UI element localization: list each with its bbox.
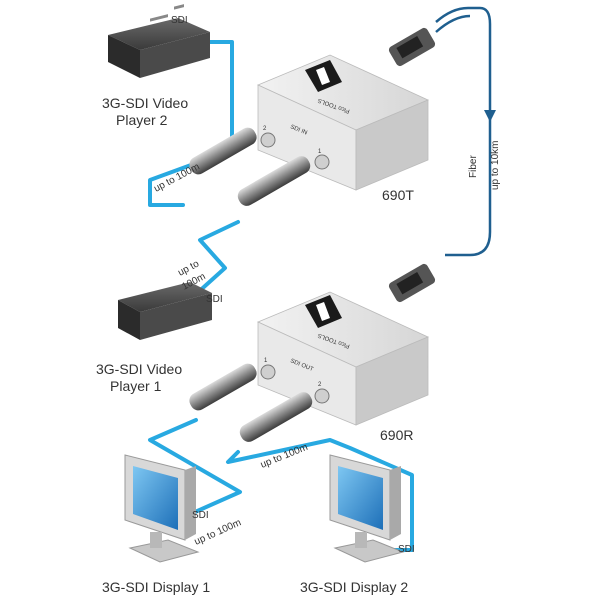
receiver-690r xyxy=(257,291,429,426)
player1-label-line2: Player 1 xyxy=(110,378,162,394)
rx-port2-number: 2 xyxy=(318,382,322,388)
sdi-label-top: SDI xyxy=(171,15,188,26)
tx-fiber-connector xyxy=(388,27,436,67)
tx-port-2-icon xyxy=(260,132,276,148)
tx-port2-number: 2 xyxy=(263,126,267,132)
rx-model-label: 690R xyxy=(380,427,413,443)
sdi-label-display1: SDI xyxy=(192,510,209,521)
display2-label: 3G-SDI Display 2 xyxy=(300,579,408,595)
player2-label-line2: Player 2 xyxy=(116,112,168,128)
upto-label-display1: up to 100m xyxy=(193,517,243,547)
sdi-label-display2: SDI xyxy=(398,544,415,555)
rx-port-1-icon xyxy=(260,364,276,380)
fiber-label-line2: up to 10km xyxy=(490,141,501,190)
player1-label-line1: 3G-SDI Video xyxy=(96,361,182,377)
display1-label: 3G-SDI Display 1 xyxy=(102,579,210,595)
player1-device xyxy=(118,282,212,340)
upto-label-display2: up to 100m xyxy=(259,442,310,471)
transmitter-690t xyxy=(257,54,429,191)
cable-display1 xyxy=(148,418,242,514)
cable-player1 xyxy=(193,220,240,297)
sdi-label-mid: SDI xyxy=(206,294,223,305)
tx-model-label: 690T xyxy=(382,187,414,203)
fiber-cable xyxy=(435,6,492,257)
fiber-label-line1: Fiber xyxy=(468,155,479,178)
player2-device xyxy=(108,4,210,78)
display2-monitor xyxy=(329,454,405,563)
tx-port-1-icon xyxy=(314,154,330,170)
rx-port-2-icon xyxy=(314,388,330,404)
player2-label-line1: 3G-SDI Video xyxy=(102,95,188,111)
cable-display2 xyxy=(226,438,414,552)
rx-port1-number: 1 xyxy=(264,358,268,364)
rx-fiber-connector xyxy=(388,263,436,303)
bnc-connectors xyxy=(189,127,313,442)
fiber-arrow-icon xyxy=(484,110,496,122)
tx-port1-number: 1 xyxy=(318,149,322,155)
display1-monitor xyxy=(124,454,200,563)
